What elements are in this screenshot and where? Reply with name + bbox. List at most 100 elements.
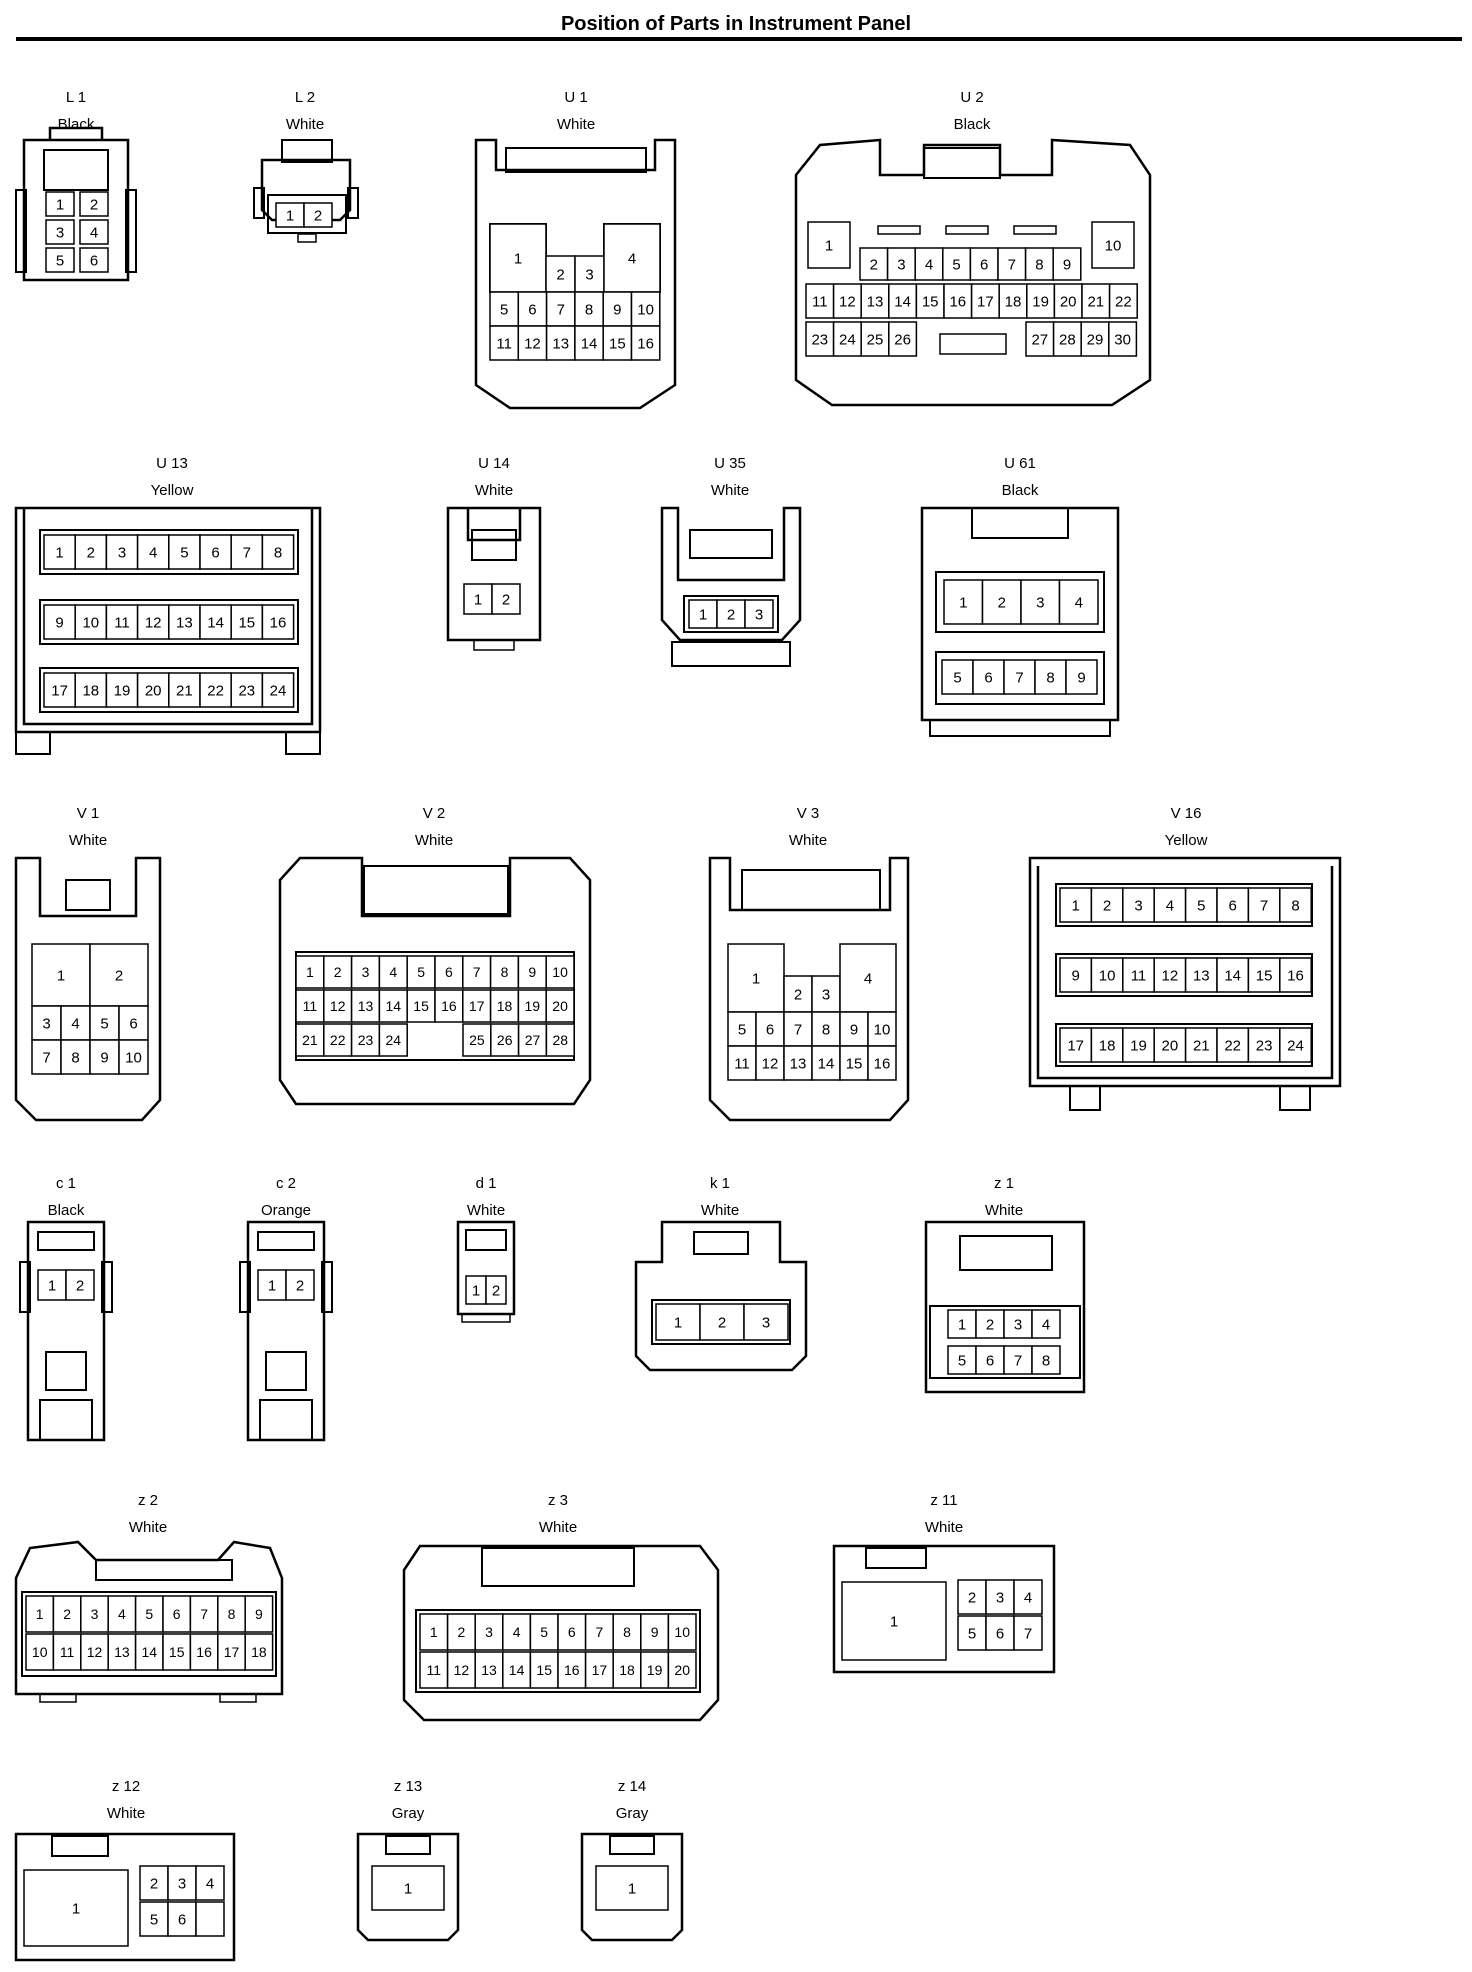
pin-number: 19 [114,682,131,699]
pin-number: 2 [986,1316,994,1333]
pin-cell [303,202,333,228]
pin-number: 10 [552,964,568,980]
housing-outline [924,1220,1086,1394]
key-slot [45,1351,87,1391]
pin-cell [65,1269,95,1301]
side-latch [125,189,137,273]
connector-code: z 1 [994,1175,1014,1192]
pin-cell [1031,1309,1061,1339]
pin-cell [52,1633,82,1671]
pin-number: 7 [1260,897,1268,914]
pin-cell [189,1595,219,1633]
pin-cell [261,672,295,708]
pin-number: 5 [738,1021,746,1038]
pin-number: 1 [55,544,63,561]
pin-frame [39,599,299,645]
pin-cell [943,579,984,625]
pin-cell [1080,321,1110,357]
pin-number: 1 [959,594,967,611]
lock-tab [465,1229,507,1251]
pin-frame [929,1305,1081,1379]
pin-number: 5 [56,252,64,269]
pin-number: 11 [734,1055,750,1072]
pin-number: 8 [1035,256,1043,273]
pin-number: 1 [890,1613,898,1630]
pin-number: 21 [1087,293,1104,310]
pin-number: 16 [441,998,457,1014]
pin-number: 11 [303,998,318,1014]
housing-outline [456,1220,516,1316]
pin-number: 9 [100,1049,108,1066]
pin-number: 12 [524,335,541,352]
pin-cell [867,1011,897,1047]
pin-cell [406,955,436,989]
pin-cell [45,191,75,217]
housing-outline [14,856,162,1122]
pin-number: 14 [207,614,224,631]
pin-number: 1 [514,250,522,267]
pin-number: 13 [790,1055,807,1072]
pin-cell [378,1023,408,1057]
pin-cell [162,1595,192,1633]
pin-number: 1 [958,1316,966,1333]
pin-cell [1279,887,1312,923]
pin-cell [727,943,785,1013]
foot [39,1693,77,1703]
pin-number: 1 [825,237,833,254]
connector-code: V 2 [423,805,446,822]
pin-number: 6 [173,1606,181,1622]
pin-frame [415,1609,701,1693]
pin-number: 1 [404,1880,412,1897]
side-latch [239,1261,251,1313]
pin-number: 2 [115,967,123,984]
pin-number: 2 [150,1875,158,1892]
connector-color: White [789,832,827,849]
pin-number: 7 [1015,669,1023,686]
housing-outline [14,1540,284,1696]
pin-cell [947,1309,977,1339]
page-title: Position of Parts in Instrument Panel [561,13,911,35]
pin-number: 4 [1024,1589,1032,1606]
lock-tab [959,1235,1053,1271]
pin-cell [667,1613,697,1651]
pin-number: 25 [867,331,884,348]
pin-cell [168,672,201,708]
connector-color: Yellow [1165,832,1208,849]
pin-cell [602,291,633,327]
pin-number: 26 [894,331,911,348]
pin-number: 14 [386,998,402,1014]
pin-number: 15 [169,1644,185,1660]
connector-color: White [475,482,513,499]
pin-number: 1 [36,1606,44,1622]
connector-color: White [467,1202,505,1219]
housing-outline [634,1220,808,1372]
pin-number: 7 [1024,1625,1032,1642]
pin-number: 2 [296,1277,304,1294]
pin-number: 24 [839,331,856,348]
pin-cell [1003,1345,1033,1375]
pin-number: 5 [417,964,425,980]
pin-number: 22 [207,682,224,699]
pin-cell [419,1613,449,1651]
pin-number: 4 [1075,594,1083,611]
pin-number: 9 [850,1021,858,1038]
pin-number: 6 [986,1352,994,1369]
pin-number: 15 [1256,967,1273,984]
pin-number: 9 [613,301,621,318]
pin-number: 10 [82,614,99,631]
connector-code: z 12 [112,1778,140,1795]
pin-cell [136,672,170,708]
connector-code: c 2 [276,1175,296,1192]
pin-number: 17 [51,682,68,699]
pin-number: 16 [270,614,287,631]
pin-number: 5 [953,669,961,686]
connector-color: White [985,1202,1023,1219]
pin-number: 10 [32,1644,48,1660]
pin-number: 28 [553,1032,569,1048]
housing-outline [832,1544,1056,1674]
pin-cell [1184,1027,1218,1063]
pin-number: 4 [1042,1316,1050,1333]
